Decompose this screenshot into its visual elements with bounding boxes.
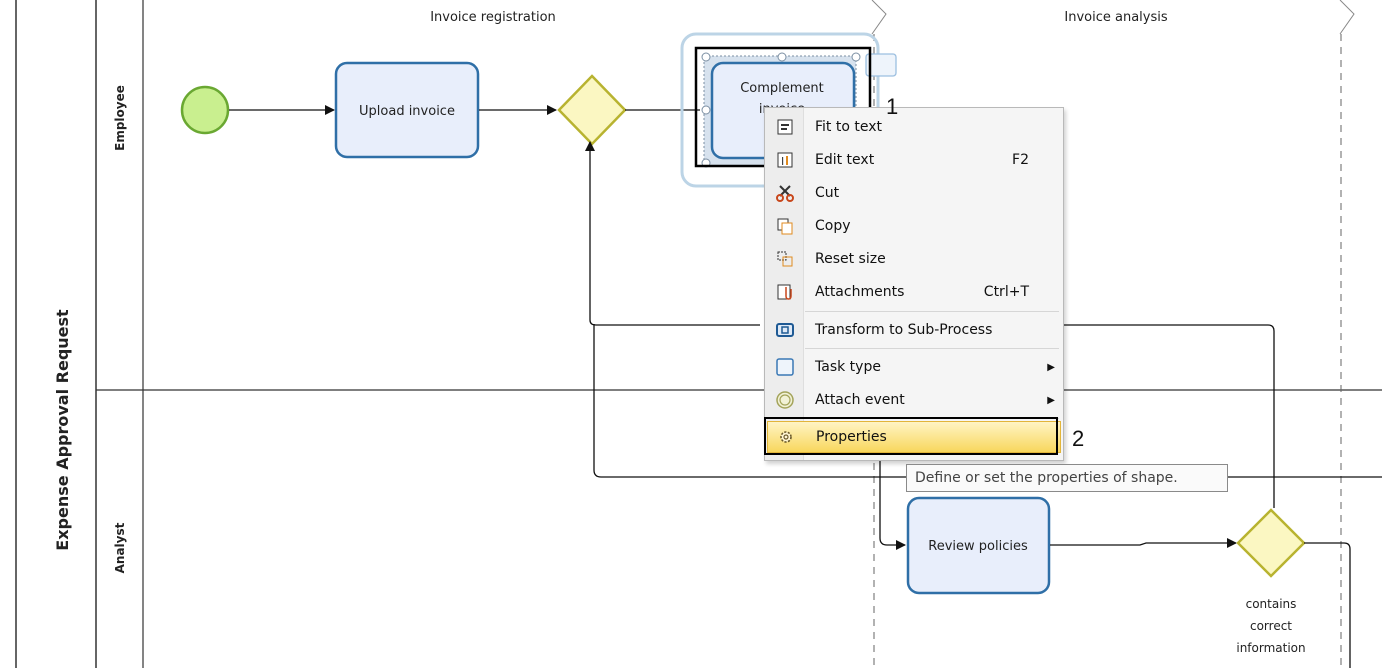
menu-item-attachments[interactable]: Attachments Ctrl+T [767,277,1061,307]
task-complement-line1: Complement [740,81,824,96]
menu-item-reset-size[interactable]: Reset size [767,244,1061,274]
copy-icon [767,217,803,235]
phase-chevron-1 [871,0,887,35]
lane-title-employee: Employee [113,85,127,151]
callout-number-2: 2 [1072,426,1085,451]
menu-item-label: Edit text [815,152,875,168]
resize-handle-tr[interactable] [851,52,861,62]
lane-title-analyst: Analyst [113,522,127,573]
menu-item-label: Attachments [815,284,905,300]
task-review-policies[interactable] [906,496,1051,595]
quick-action-box[interactable] [865,53,897,77]
paperclip-icon [767,283,803,301]
gear-icon [768,428,804,446]
menu-item-task-type[interactable]: Task type ▶ [767,352,1061,382]
menu-item-label: Cut [815,185,840,201]
resize-handle-t[interactable] [777,52,787,62]
menu-item-label: Copy [815,218,851,234]
menu-item-label: Reset size [815,251,886,267]
gateway-label-line3: information [1236,641,1305,655]
properties-tooltip: Define or set the properties of shape. [906,464,1228,492]
resize-handle-l[interactable] [701,105,711,115]
menu-item-label: Fit to text [815,119,882,135]
edit-text-icon: I [767,151,803,169]
menu-item-fit-to-text[interactable]: Fit to text [767,112,1061,142]
gateway-label-line1: contains [1246,597,1297,611]
flow-gateway-loop-upper [1062,324,1275,508]
flow-loop-back-upper [585,141,760,326]
menu-item-label: Attach event [815,392,905,408]
subprocess-icon [767,321,803,339]
menu-item-label: Task type [815,359,881,375]
menu-item-cut[interactable]: Cut [767,178,1061,208]
menu-separator [805,311,1059,312]
phase-label-analysis: Invoice analysis [1064,10,1167,25]
task-type-icon [767,358,803,376]
gateway-contains-correct-info[interactable] [1236,508,1306,578]
flow-review-to-gateway [1050,538,1237,548]
menu-item-shortcut: Ctrl+T [983,284,1029,300]
task-upload-invoice-label: Upload invoice [359,104,455,119]
menu-item-properties[interactable]: Properties [767,421,1061,453]
svg-text:I: I [781,155,784,168]
gateway-label-line2: correct [1250,619,1292,633]
task-upload-invoice[interactable] [334,61,480,159]
scissors-icon [767,184,803,202]
menu-item-transform-subprocess[interactable]: Transform to Sub-Process [767,315,1061,345]
phase-label-registration: Invoice registration [430,10,556,25]
menu-item-label: Transform to Sub-Process [815,322,993,338]
menu-item-copy[interactable]: Copy [767,211,1061,241]
reset-size-icon [767,250,803,268]
callout-frame-2 [764,417,1058,455]
menu-item-shortcut: F2 [1012,152,1029,168]
menu-item-attach-event[interactable]: Attach event ▶ [767,385,1061,415]
attach-event-icon [767,391,803,409]
resize-handle-tl[interactable] [701,52,711,62]
gateway-employee[interactable] [557,74,627,146]
start-event[interactable] [180,85,230,135]
fit-to-text-icon [767,118,803,136]
flow-to-review [879,460,906,550]
pool-title: Expense Approval Request [53,309,72,551]
task-review-policies-label: Review policies [928,539,1028,554]
flow-gateway-out [1304,542,1351,668]
callout-number-1: 1 [886,94,899,119]
context-menu: Fit to text I Edit text F2 Cut Copy Rese… [764,107,1064,461]
menu-item-edit-text[interactable]: I Edit text F2 [767,145,1061,175]
submenu-arrow-icon: ▶ [1047,361,1055,373]
phase-chevron-2 [1339,0,1355,35]
flow-loop-back-lower [593,324,906,478]
submenu-arrow-icon: ▶ [1047,394,1055,406]
menu-separator [805,348,1059,349]
menu-item-label: Properties [816,429,887,445]
